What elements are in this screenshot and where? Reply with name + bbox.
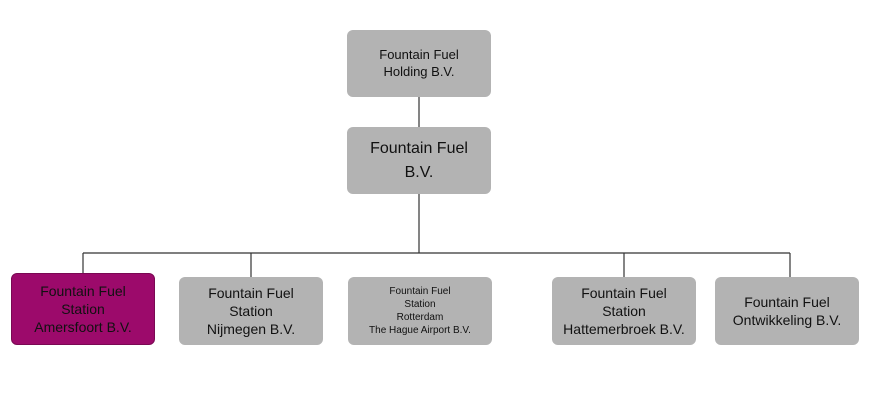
node-label-line: Fountain Fuel — [744, 293, 830, 310]
node-label-line: Ontwikkeling B.V. — [732, 312, 842, 328]
node-label-line: B.V. — [404, 163, 434, 181]
node-station-nijmegen: Fountain Fuel Station Nijmegen B.V. — [179, 277, 323, 345]
node-label-line: Rotterdam — [396, 312, 444, 323]
node-label-line: Fountain Fuel — [370, 140, 468, 158]
node-fountain-fuel-holding: Fountain Fuel Holding B.V. — [347, 30, 491, 97]
node-label-line: Fountain Fuel — [581, 284, 667, 301]
node-fountain-fuel-ontwikkeling: Fountain Fuel Ontwikkeling B.V. — [715, 277, 859, 345]
node-station-rotterdam-the-hague-airport: Fountain Fuel Station Rotterdam The Hagu… — [348, 277, 492, 345]
node-label-line: Holding B.V. — [383, 63, 455, 79]
node-label-line: Amersfoort B.V. — [34, 319, 132, 336]
node-label-line: Station — [229, 302, 273, 319]
node-station-hattemerbroek: Fountain Fuel Station Hattemerbroek B.V. — [552, 277, 696, 345]
node-station-amersfoort: Fountain Fuel Station Amersfoort B.V. — [11, 273, 155, 345]
node-label-line: Hattemerbroek B.V. — [563, 321, 685, 338]
node-label-line: Fountain Fuel — [379, 47, 459, 63]
node-fountain-fuel-bv: Fountain Fuel B.V. — [347, 127, 491, 194]
node-label-line: Station — [404, 299, 436, 310]
node-label-line: Fountain Fuel — [208, 284, 294, 301]
node-label-line: Station — [602, 302, 646, 319]
node-label-line: Fountain Fuel — [40, 282, 126, 299]
node-label-line: Fountain Fuel — [389, 286, 451, 297]
node-label-line: Nijmegen B.V. — [206, 321, 296, 338]
node-label-line: The Hague Airport B.V. — [369, 325, 471, 336]
node-label-line: Station — [61, 300, 105, 317]
